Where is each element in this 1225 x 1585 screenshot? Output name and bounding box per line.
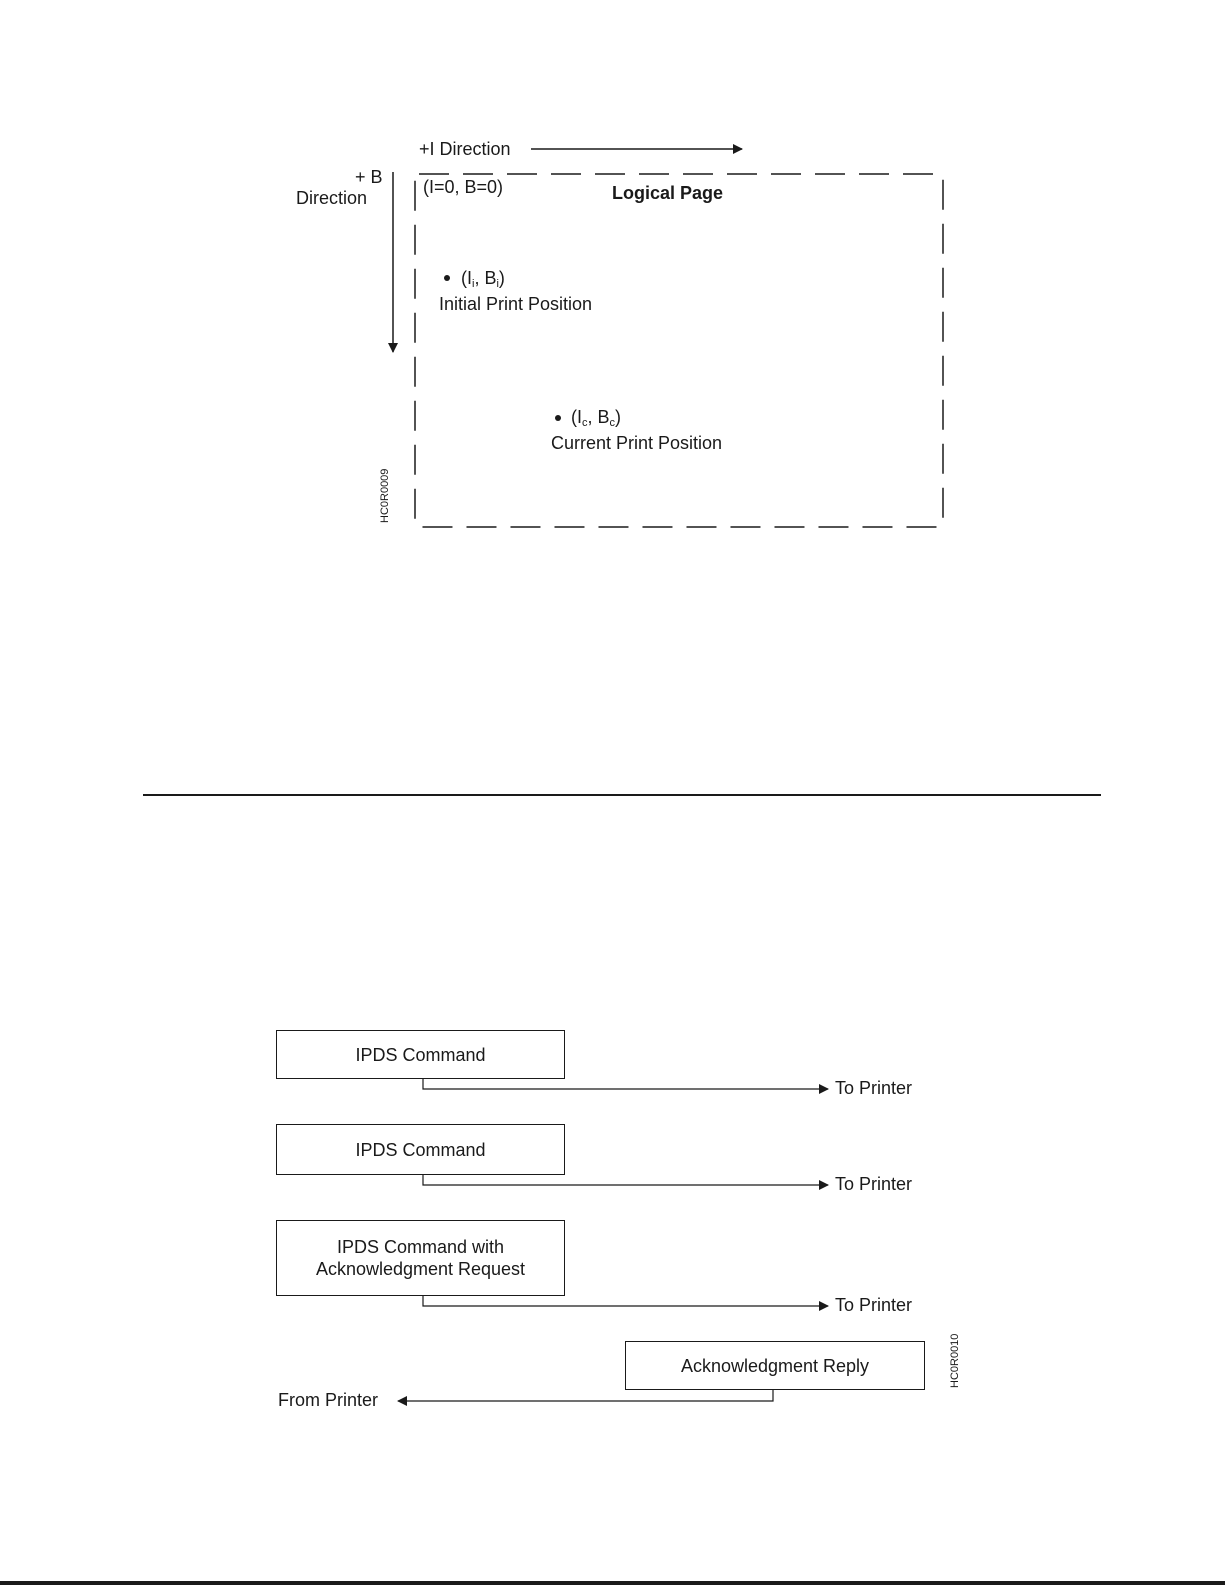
b-direction-label-line1: + B xyxy=(355,166,383,188)
to-printer-label-1: To Printer xyxy=(835,1077,912,1099)
figure-id-2: HC0R0010 xyxy=(949,1334,961,1388)
b-direction-label-line2: Direction xyxy=(296,187,367,209)
i-direction-label: +I Direction xyxy=(419,138,511,160)
from-printer-label: From Printer xyxy=(278,1389,378,1411)
to-printer-connector-2 xyxy=(423,1174,828,1185)
page-bottom-rule xyxy=(0,1581,1225,1585)
ipds-command-ack-request-box: IPDS Command with Acknowledgment Request xyxy=(276,1220,565,1296)
current-position-coord: (Ic, Bc) xyxy=(571,406,621,434)
origin-label: (I=0, B=0) xyxy=(423,176,503,198)
logical-page-border xyxy=(415,174,943,527)
logical-page-diagram xyxy=(0,0,1225,800)
ipds-command-box-1: IPDS Command xyxy=(276,1030,565,1079)
acknowledgment-reply-box: Acknowledgment Reply xyxy=(625,1341,925,1390)
current-position-dot xyxy=(555,415,561,421)
initial-position-dot xyxy=(444,275,450,281)
initial-position-label: Initial Print Position xyxy=(439,293,592,315)
figure-id-1: HC0R0009 xyxy=(379,469,391,523)
logical-page-title: Logical Page xyxy=(612,182,723,204)
ipds-command-box-2: IPDS Command xyxy=(276,1124,565,1175)
to-printer-connector-1 xyxy=(423,1078,828,1089)
to-printer-label-2: To Printer xyxy=(835,1173,912,1195)
section-divider xyxy=(143,794,1101,796)
from-printer-connector xyxy=(398,1389,773,1401)
to-printer-label-3: To Printer xyxy=(835,1294,912,1316)
to-printer-connector-3 xyxy=(423,1295,828,1306)
initial-position-coord: (Ii, Bi) xyxy=(461,267,505,295)
current-position-label: Current Print Position xyxy=(551,432,722,454)
